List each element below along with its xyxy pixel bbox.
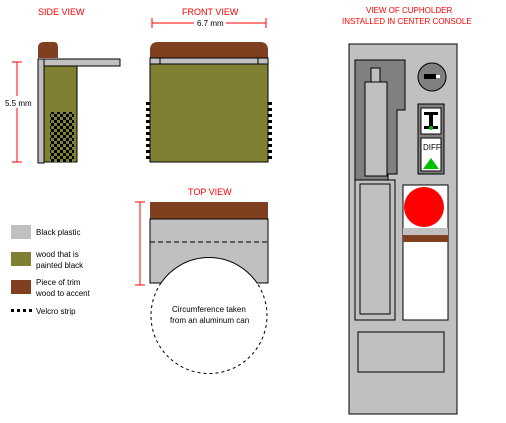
can-note-line1: Circumference taken — [172, 305, 246, 314]
velcro-tick — [146, 126, 150, 129]
console-title-line2: INSTALLED IN CENTER CONSOLE — [342, 17, 472, 26]
front-velcro-ticks — [146, 102, 272, 159]
velcro-tick — [146, 108, 150, 111]
front-trim-cap — [150, 42, 268, 58]
front-plastic-strip — [149, 57, 269, 65]
cupholder-upright — [364, 81, 388, 177]
top-plastic — [149, 218, 269, 284]
top-trim — [150, 202, 268, 219]
velcro-tick — [268, 150, 272, 153]
console-bottom-compartment — [357, 331, 445, 373]
side-dim-label-bg — [4, 96, 34, 108]
can-note-line2: from an aluminum can — [170, 316, 249, 325]
velcro-tick — [268, 114, 272, 117]
cupholder-lower-insert — [359, 183, 391, 315]
side-view: SIDE VIEW 5.5 mm — [4, 7, 121, 164]
legend-label-plastic: Black plastic — [36, 228, 80, 237]
velcro-tick — [146, 132, 150, 135]
velcro-tick — [268, 144, 272, 147]
can-circumference — [150, 282, 268, 375]
velcro-tick — [268, 102, 272, 105]
velcro-tick — [146, 138, 150, 141]
legend-label-velcro: Velcro strip — [36, 307, 76, 316]
front-dim-label-bg — [194, 17, 226, 28]
legend: Black plastic wood that is painted black… — [11, 225, 91, 316]
velcro-tick — [146, 144, 150, 147]
right-panel-grey-band — [403, 228, 448, 235]
legend-swatch-trim — [11, 280, 31, 294]
side-trim-cap — [38, 42, 58, 58]
top-view-title: TOP VIEW — [188, 187, 232, 197]
velcro-tick — [146, 114, 150, 117]
height-dimension-label: 5.5 mm — [5, 99, 32, 108]
diff-button[interactable] — [420, 137, 442, 172]
velcro-tick — [146, 102, 150, 105]
right-panel-trim-band — [403, 235, 448, 242]
velcro-tick — [268, 156, 272, 159]
side-plastic — [37, 58, 45, 164]
console-title-line1: VIEW OF CUPHOLDER — [366, 6, 452, 15]
red-button[interactable] — [404, 187, 444, 227]
velcro-tick — [268, 108, 272, 111]
top-view: TOP VIEW Circumference taken from an alu… — [135, 187, 269, 375]
velcro-tick — [268, 120, 272, 123]
legend-swatch-velcro — [11, 309, 32, 312]
front-view: FRONT VIEW 6.7 mm — [146, 7, 272, 163]
velcro-tick — [146, 120, 150, 123]
t-case-bar-stem — [429, 115, 433, 129]
console-view: VIEW OF CUPHOLDER INSTALLED IN CENTER CO… — [342, 6, 472, 415]
ignition-key-notch — [436, 75, 440, 78]
width-dimension-label: 6.7 mm — [197, 19, 224, 28]
ignition-key-slot — [424, 74, 436, 79]
front-wood — [149, 63, 269, 163]
legend-swatch-wood — [11, 252, 31, 266]
legend-label-trim-1: Piece of trim — [36, 278, 81, 287]
velcro-tick — [146, 150, 150, 153]
velcro-tick — [268, 132, 272, 135]
front-view-title: FRONT VIEW — [182, 7, 239, 17]
side-arm — [37, 58, 121, 67]
legend-label-wood-1: wood that is — [35, 250, 79, 259]
t-case-bar-top — [424, 112, 438, 115]
cupholder-knob — [370, 67, 381, 83]
diff-label: DIFF — [423, 143, 441, 152]
side-velcro — [50, 112, 74, 162]
velcro-tick — [146, 156, 150, 159]
legend-label-wood-2: painted black — [36, 261, 84, 270]
up-arrow-icon — [423, 158, 439, 169]
legend-swatch-plastic — [11, 225, 31, 239]
side-view-title: SIDE VIEW — [38, 7, 85, 17]
legend-label-trim-2: wood to accent — [35, 289, 91, 298]
velcro-tick — [268, 126, 272, 129]
t-case-led — [429, 126, 433, 130]
velcro-tick — [268, 138, 272, 141]
